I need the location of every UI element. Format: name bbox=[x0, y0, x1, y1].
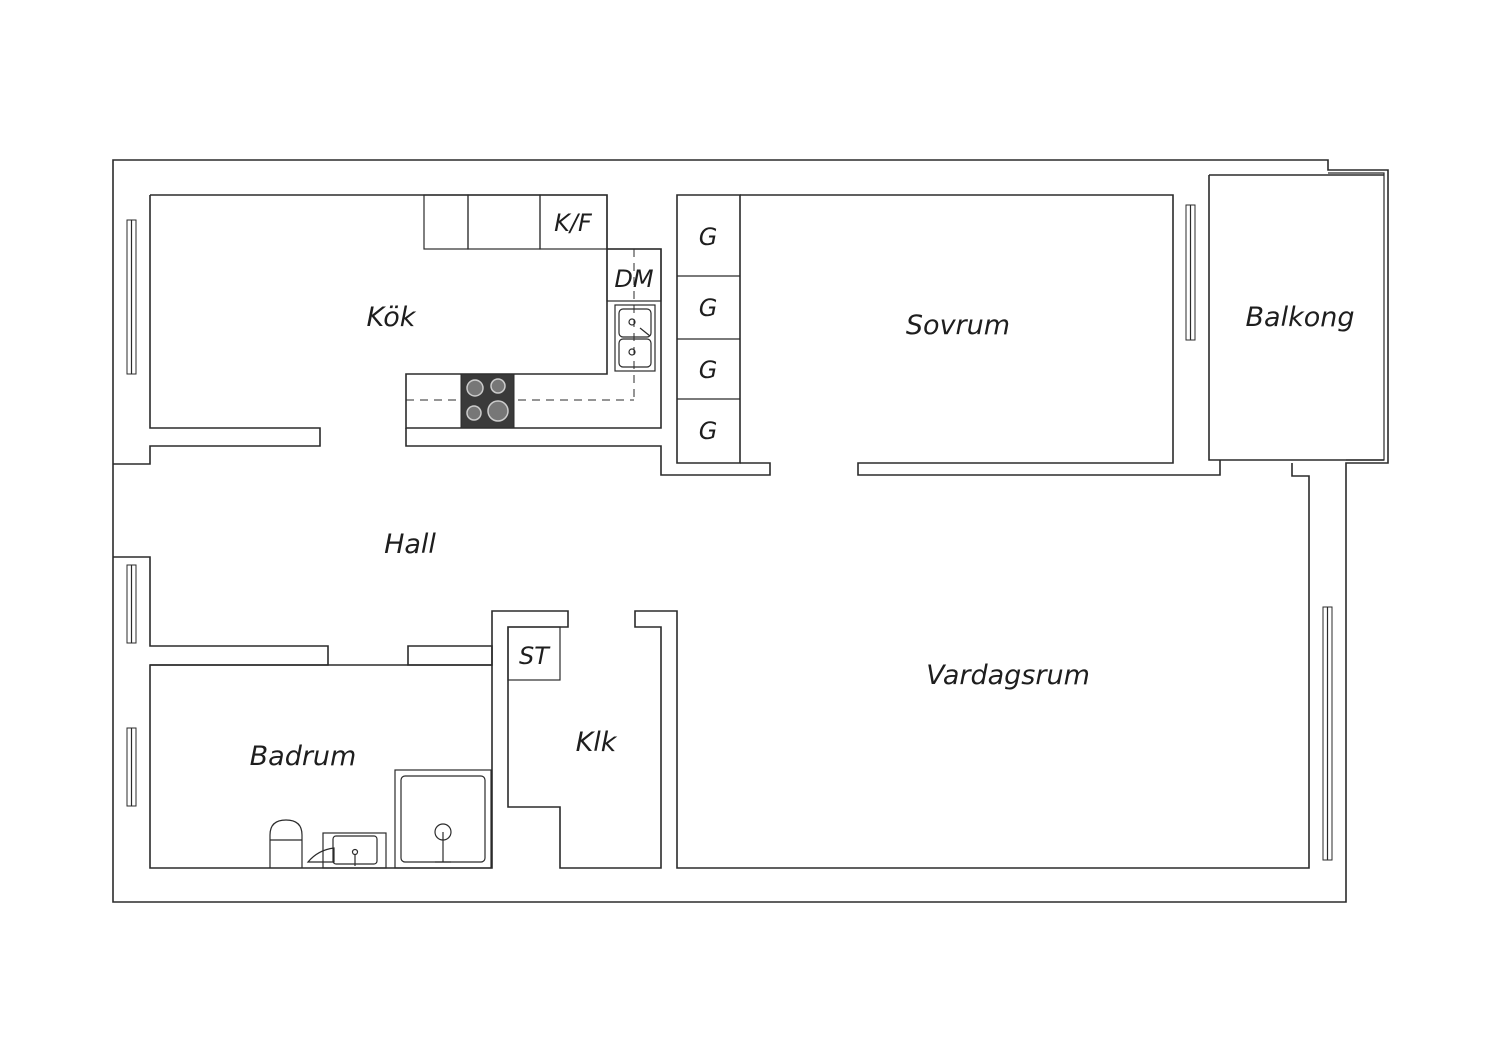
fixture-label-wardrobe-1: G bbox=[699, 223, 718, 251]
storage-cabinet bbox=[507, 626, 561, 681]
room-label-bathroom: Badrum bbox=[250, 741, 357, 772]
toilet-icon bbox=[269, 819, 303, 868]
fixture-label-dishwasher: DM bbox=[614, 265, 653, 293]
room-label-closet: Klk bbox=[576, 727, 618, 758]
fixture-label-fridge-freezer: K/F bbox=[554, 209, 593, 237]
room-label-hall: Hall bbox=[384, 529, 436, 560]
room-label-balcony: Balkong bbox=[1246, 302, 1355, 333]
exterior-walls bbox=[112, 159, 1389, 903]
fixture-label-wardrobe-2: G bbox=[699, 294, 718, 322]
fixture-label-wardrobe-4: G bbox=[699, 417, 718, 445]
fixture-label-wardrobe-3: G bbox=[699, 356, 718, 384]
shower-icon bbox=[394, 769, 492, 869]
fridge-freezer bbox=[539, 194, 608, 250]
room-label-bedroom: Sovrum bbox=[906, 310, 1010, 341]
kitchen-sink-icon bbox=[614, 304, 656, 372]
interior-walls bbox=[113, 174, 1384, 869]
washbasin-icon bbox=[306, 832, 387, 869]
wardrobes bbox=[677, 275, 740, 400]
stove-icon bbox=[460, 373, 515, 429]
bathroom-fixtures bbox=[269, 769, 492, 869]
windows bbox=[126, 204, 1333, 861]
kitchen-fixtures bbox=[406, 194, 662, 429]
fixture-label-storage: ST bbox=[519, 642, 551, 670]
room-label-kitchen: Kök bbox=[367, 302, 417, 333]
room-label-living-room: Vardagsrum bbox=[926, 660, 1090, 691]
